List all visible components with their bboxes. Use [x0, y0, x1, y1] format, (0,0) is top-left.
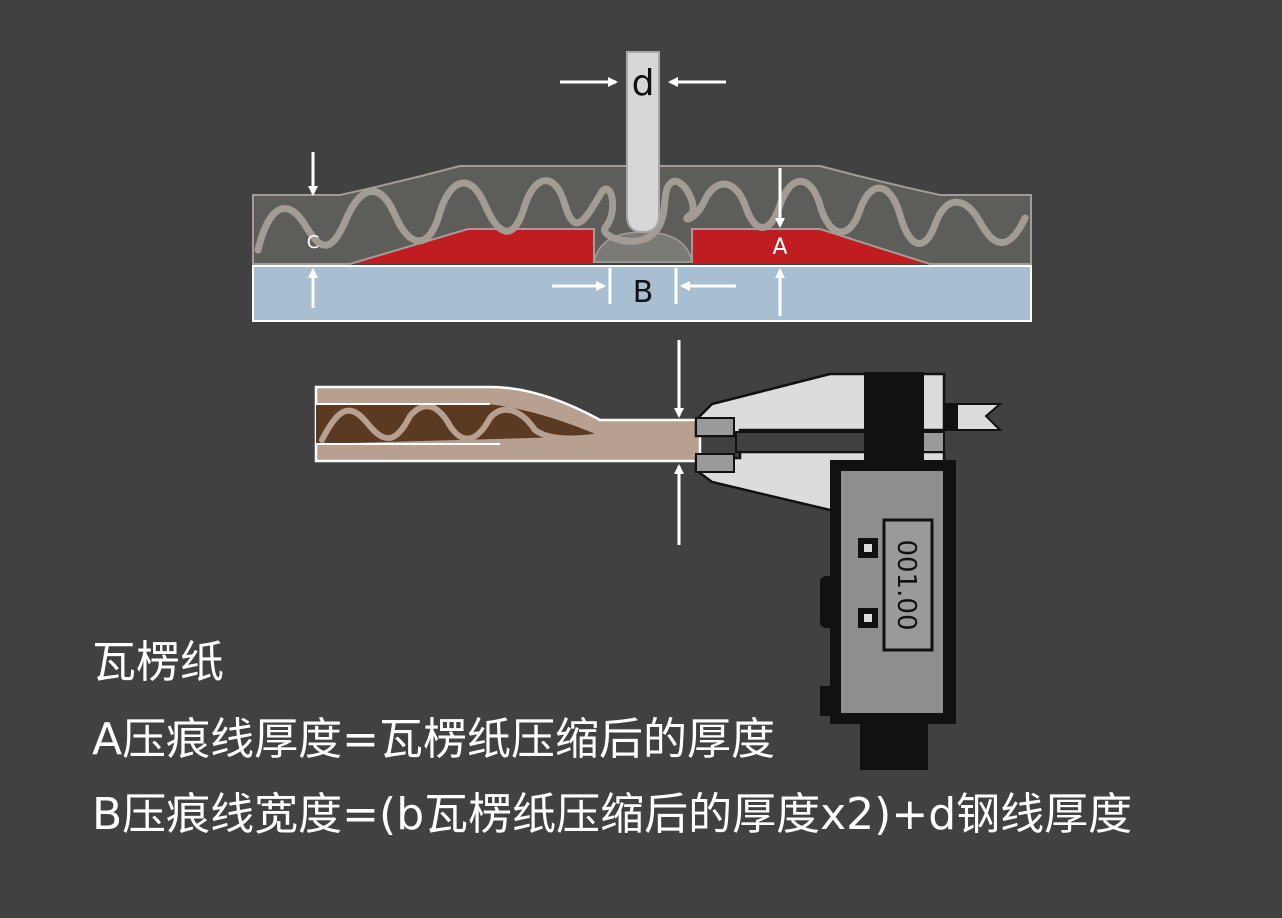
caliper-lower-block — [860, 722, 928, 770]
caption-line-a: A压痕线厚度=瓦楞纸压缩后的厚度 — [92, 714, 775, 765]
caption-title: 瓦楞纸 — [92, 637, 224, 688]
flute-wave — [254, 177, 1029, 254]
label-c: C — [307, 232, 320, 253]
caliper-beam-segment — [921, 431, 945, 453]
red-layer-right — [692, 229, 930, 264]
upper-jaw-tip — [695, 417, 735, 437]
crease-cross-section: d C A B — [252, 51, 1032, 322]
caliper-reading: 001.00 — [891, 540, 921, 631]
base-plate — [252, 265, 1032, 322]
caliper-slider-bar — [864, 372, 924, 464]
label-d: d — [632, 63, 655, 104]
red-layer-left — [350, 229, 594, 264]
board-inner-core — [316, 404, 600, 444]
label-a: A — [772, 235, 787, 260]
lower-jaw-tip — [695, 453, 735, 473]
caliper-display — [882, 518, 934, 652]
caliper-depth-rod-dark — [944, 404, 958, 430]
caliper-button-top-inner — [864, 544, 872, 552]
board-inner-flute — [319, 403, 603, 443]
caliper-side-tab — [820, 686, 834, 716]
measurement-illustration: 001.00 — [314, 340, 1003, 770]
steel-rule — [626, 51, 660, 234]
caliper-thumb-wheel — [820, 576, 834, 628]
label-b: B — [633, 275, 654, 310]
caption-line-b: B压痕线宽度=(b瓦楞纸压缩后的厚度x2)+d钢线厚度 — [92, 789, 1133, 840]
caliper-button-bottom-inner — [864, 614, 872, 622]
